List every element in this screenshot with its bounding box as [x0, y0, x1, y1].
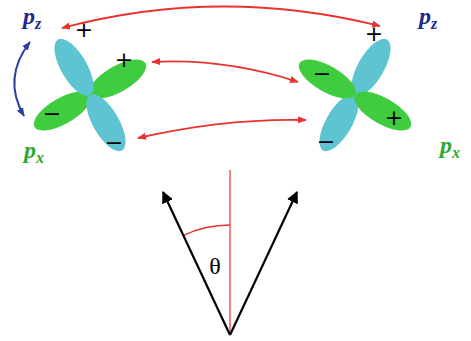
angle-arc	[184, 225, 231, 235]
orbital-subscript: x	[36, 149, 44, 166]
overlap-arrow	[62, 6, 380, 28]
orbital-subscript: z	[35, 15, 41, 32]
angle-label: θ	[209, 254, 221, 278]
bond-vector	[163, 192, 230, 335]
px-lobe	[293, 52, 361, 107]
orbital-subscript: x	[452, 144, 460, 161]
phase-sign: +	[385, 107, 403, 129]
orbital-letter: p	[440, 132, 452, 158]
pz-lobe	[79, 89, 134, 157]
right-orbital-pair	[268, 8, 443, 183]
phase-sign: −	[105, 132, 123, 154]
orbital-subscript: z	[431, 15, 437, 32]
phase-sign: −	[317, 131, 335, 153]
phase-sign: −	[43, 103, 61, 125]
phase-sign: +	[115, 49, 133, 71]
mixing-arrow	[14, 42, 30, 116]
phase-sign: +	[75, 19, 93, 41]
reference-axis	[229, 170, 230, 335]
px-lobe	[349, 84, 417, 139]
orbital-name: pz	[419, 4, 437, 28]
orbital-name: pz	[23, 4, 41, 28]
bond-vector	[230, 192, 297, 335]
orbital-letter: p	[24, 137, 36, 163]
phase-sign: +	[365, 23, 383, 45]
overlap-arrow	[152, 61, 298, 82]
orbital-name: px	[24, 138, 44, 162]
orbital-name: px	[440, 133, 460, 157]
orbital-letter: p	[23, 3, 35, 29]
left-orbital-pair	[3, 8, 178, 183]
orbital-letter: p	[419, 3, 431, 29]
phase-sign: −	[313, 63, 331, 85]
pz-lobe	[47, 33, 102, 101]
overlap-arrow	[138, 120, 306, 138]
